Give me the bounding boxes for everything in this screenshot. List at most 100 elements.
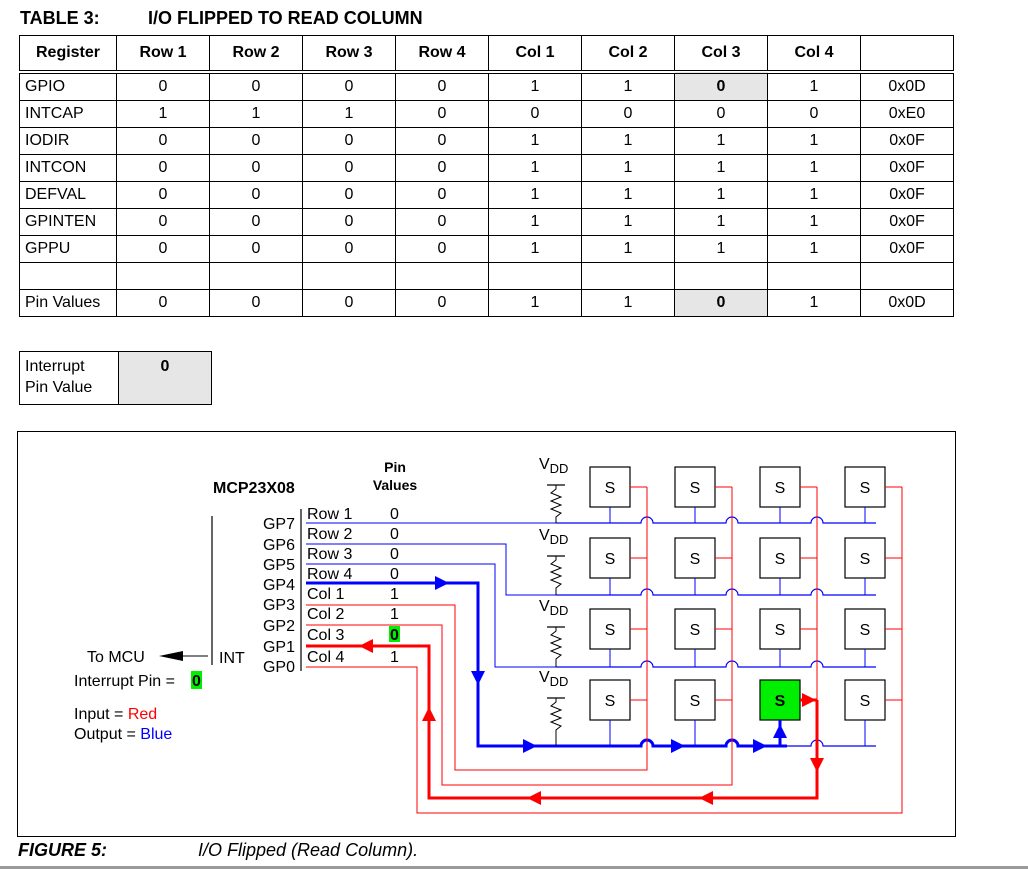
- to-mcu-arrow-icon: [159, 651, 183, 661]
- table-number: TABLE 3:: [20, 8, 100, 28]
- bit-cell: 0: [116, 71, 210, 101]
- bit-cell: 1: [488, 289, 582, 317]
- switch: [674, 537, 716, 579]
- col3-arrow-icon: [422, 707, 436, 721]
- vdd-subscript: DD: [550, 674, 569, 689]
- header-register: Register: [19, 35, 117, 74]
- hex-value: 0x0D: [860, 289, 954, 317]
- bit-cell: 0: [209, 235, 303, 263]
- switch-label: S: [690, 480, 701, 497]
- bit-cell: 0: [395, 127, 489, 155]
- pin-values-header: Pin: [384, 459, 406, 475]
- bit-cell: 0: [302, 127, 396, 155]
- switch: [844, 537, 886, 579]
- switch-label: S: [860, 551, 871, 568]
- signal-label: Col 3: [307, 627, 344, 644]
- pullup-resistor-icon: [549, 556, 563, 595]
- vdd-label: VDD: [539, 456, 568, 476]
- bit-cell: 0: [302, 71, 396, 101]
- bit-cell: 1: [488, 127, 582, 155]
- gp-pin-label: GP0: [263, 659, 295, 676]
- bit-cell: 0: [209, 71, 303, 101]
- signal-label: Row 4: [307, 566, 352, 583]
- vdd-subscript: DD: [550, 532, 569, 547]
- register-name: GPIO: [19, 71, 117, 101]
- switch-label: S: [690, 551, 701, 568]
- header-row2: Row 2: [209, 35, 303, 74]
- switch-label: S: [775, 693, 786, 710]
- interrupt-pin-value: 0: [118, 351, 212, 405]
- bit-cell: 1: [302, 100, 396, 128]
- pullup-resistor-icon: [549, 698, 563, 746]
- switch: [674, 466, 716, 508]
- bit-cell: 1: [767, 181, 861, 209]
- bit-cell: 1: [581, 289, 675, 317]
- switch-label: S: [605, 622, 616, 639]
- bit-cell: 1: [767, 289, 861, 317]
- signal-label: Col 2: [307, 606, 344, 623]
- row-bus-1: [556, 516, 876, 524]
- bit-cell: 0: [395, 208, 489, 236]
- row4-wire-active: [306, 581, 556, 748]
- to-mcu-label: To MCU: [87, 649, 145, 666]
- bit-cell: 1: [488, 235, 582, 263]
- signal-label: Col 4: [307, 649, 344, 666]
- col1-wire: [306, 487, 648, 771]
- switch-label: S: [860, 622, 871, 639]
- switch-label: S: [605, 551, 616, 568]
- bit-cell: 0: [581, 100, 675, 128]
- bit-cell: 0: [302, 154, 396, 182]
- gp-pin-label: GP7: [263, 516, 295, 533]
- bit-cell: 0: [395, 71, 489, 101]
- row3-wire: [306, 563, 556, 668]
- bit-cell: 1: [674, 154, 768, 182]
- switch-label: S: [860, 693, 871, 710]
- empty-cell: [767, 262, 861, 290]
- legend-output-value: Blue: [140, 726, 172, 743]
- bit-cell: 0: [116, 289, 210, 317]
- bit-cell: 0: [488, 100, 582, 128]
- row4-arrow-icon: [471, 671, 485, 685]
- legend-output: Output = Blue: [74, 726, 172, 743]
- table-title-text: I/O FLIPPED TO READ COLUMN: [148, 8, 423, 28]
- signal-value: 0: [390, 627, 399, 644]
- vdd-label: VDD: [539, 527, 568, 547]
- bit-cell: 0: [302, 235, 396, 263]
- signal-value: 0: [390, 546, 399, 563]
- gp-pin-label: GP6: [263, 537, 295, 554]
- header-hex: [860, 35, 954, 74]
- col3-wire-active: [306, 644, 819, 800]
- figure-caption-text: I/O Flipped (Read Column).: [198, 840, 419, 860]
- highlight-box: [191, 671, 202, 689]
- bit-cell: 1: [488, 154, 582, 182]
- interrupt-pin-label: Interrupt Pin =: [74, 673, 175, 690]
- bit-cell: 0: [395, 289, 489, 317]
- header-col1: Col 1: [488, 35, 582, 74]
- empty-cell: [209, 262, 303, 290]
- register-name: INTCAP: [19, 100, 117, 128]
- int-pin-label: INT: [219, 650, 245, 667]
- bit-cell: 0: [302, 289, 396, 317]
- legend-input-value: Red: [128, 706, 157, 723]
- legend-output-label: Output =: [74, 726, 140, 743]
- bit-cell: 0: [395, 235, 489, 263]
- bit-cell: 0: [209, 289, 303, 317]
- col3-arrow-icon: [810, 758, 824, 772]
- switch-arrow-icon: [773, 724, 787, 738]
- bit-cell: 0: [767, 100, 861, 128]
- signal-label: Row 3: [307, 546, 352, 563]
- col3-arrow-icon: [699, 791, 713, 805]
- bit-cell: 1: [581, 154, 675, 182]
- row4-arrow-icon: [523, 739, 537, 753]
- bit-cell: 1: [581, 71, 675, 101]
- hex-value: 0xE0: [860, 100, 954, 128]
- register-name: DEFVAL: [19, 181, 117, 209]
- empty-cell: [395, 262, 489, 290]
